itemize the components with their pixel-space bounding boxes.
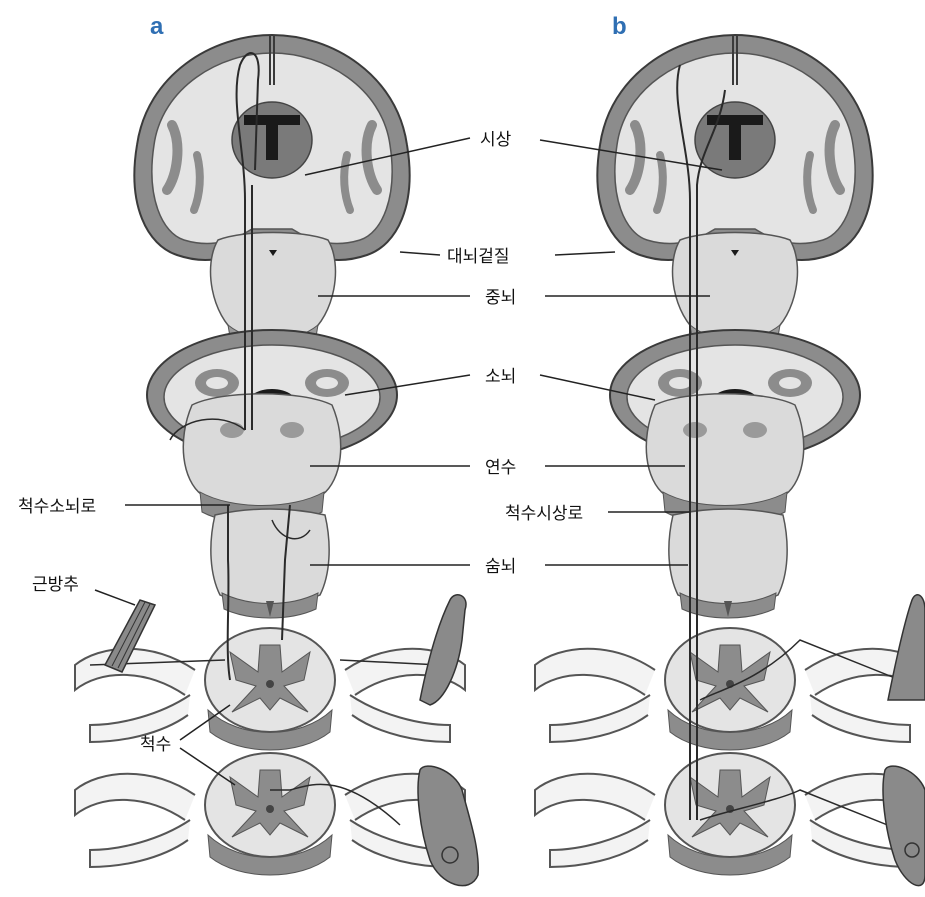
hand-icon-b bbox=[888, 595, 925, 700]
spinal-cord-section-lower-b bbox=[535, 753, 925, 875]
panel-letter-a: a bbox=[150, 13, 164, 40]
label-spinocerebellar-tract: 척수소뇌로 bbox=[18, 497, 96, 517]
label-cerebellum: 소뇌 bbox=[485, 367, 516, 387]
label-spinal-cord: 척수 bbox=[140, 735, 171, 755]
foot-icon bbox=[418, 766, 478, 886]
label-lower-brainstem: 숨뇌 bbox=[485, 557, 516, 577]
label-spinothalamic-tract: 척수시상로 bbox=[505, 504, 583, 524]
panel-letter-b: b bbox=[612, 13, 627, 40]
medulla-section-b bbox=[646, 394, 803, 524]
brain-section-a bbox=[134, 35, 409, 260]
spinal-cord-section-lower-a bbox=[75, 753, 465, 875]
spinal-cord-section-upper-b bbox=[535, 628, 925, 750]
line-4 bbox=[555, 252, 615, 255]
line-15 bbox=[95, 590, 135, 605]
lower-brainstem-section-b bbox=[669, 509, 787, 618]
label-muscle-spindle: 근방추 bbox=[32, 575, 79, 595]
label-medulla: 연수 bbox=[485, 458, 516, 478]
label-thalamus: 시상 bbox=[480, 130, 512, 150]
label-cerebral-cortex: 대뇌겉질 bbox=[447, 247, 510, 267]
label-midbrain: 중뇌 bbox=[485, 288, 516, 308]
panel-b bbox=[535, 35, 925, 886]
panel-a bbox=[75, 35, 478, 886]
brain-section-b bbox=[597, 35, 872, 260]
line-3 bbox=[400, 252, 440, 255]
foot-icon-b bbox=[883, 766, 925, 886]
